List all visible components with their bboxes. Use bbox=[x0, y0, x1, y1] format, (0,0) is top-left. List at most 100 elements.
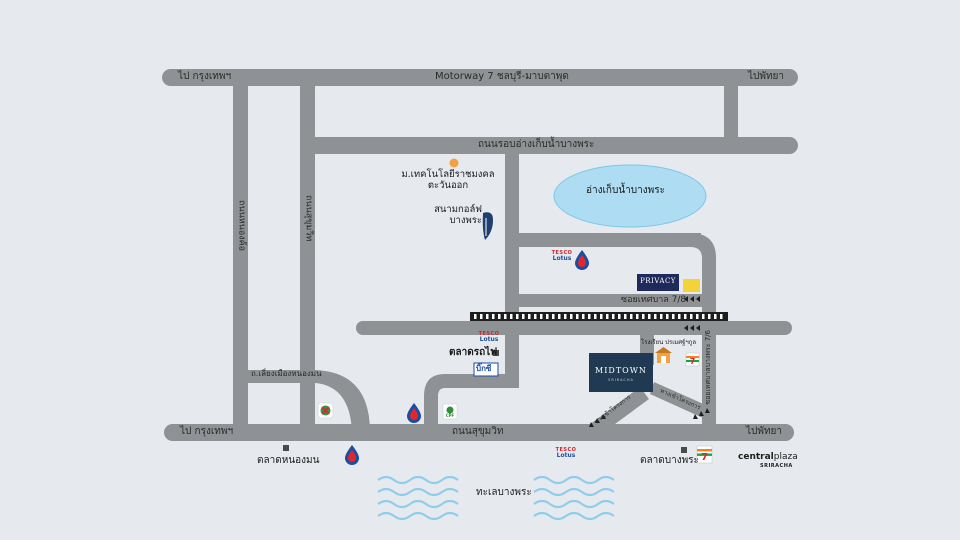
seven-eleven-logo: 7 bbox=[696, 445, 713, 464]
sukhumvit-left-label: ไป กรุงเทพฯ bbox=[180, 426, 234, 437]
railway-tick bbox=[714, 314, 717, 319]
road-inner-vertical bbox=[505, 154, 519, 388]
school-label: โรงเรียน ปรเมศฐ์ฯกูล bbox=[641, 339, 697, 346]
privacy-badge bbox=[683, 279, 700, 292]
market-square-icon bbox=[283, 445, 289, 451]
privacy-logo-text: PRIVACY bbox=[640, 277, 676, 285]
golf-flag-icon bbox=[482, 212, 493, 240]
svg-text:7: 7 bbox=[690, 357, 696, 366]
railway-tick bbox=[558, 314, 561, 319]
railway-tick bbox=[642, 314, 645, 319]
railway-tick bbox=[684, 314, 687, 319]
plaza-text: plaza bbox=[773, 452, 798, 462]
lotus-text: Lotus bbox=[552, 255, 572, 263]
tesco-text: TESCO bbox=[555, 447, 577, 453]
kasikorn-logo bbox=[317, 402, 334, 419]
tesco-lotus-logo: TESCO Lotus bbox=[554, 447, 578, 460]
railway-line bbox=[470, 312, 728, 321]
motorway-name-label: Motorway 7 ชลบุรี-มาบตาพุด bbox=[435, 71, 569, 82]
railway-tick bbox=[528, 314, 531, 319]
left-vertical-road-label: ถนนหนองค้อ bbox=[236, 200, 247, 252]
railway-tick bbox=[474, 314, 477, 319]
road-curve-corner bbox=[315, 370, 370, 432]
midtown-logo-text: MIDTOWN bbox=[595, 366, 647, 375]
midtown-sub-text: SRIRACHA bbox=[608, 378, 634, 382]
central-text: central bbox=[738, 452, 774, 462]
railway-tick bbox=[552, 314, 555, 319]
railway-tick bbox=[480, 314, 483, 319]
railway-tick bbox=[630, 314, 633, 319]
reservoir-label: อ่างเก็บน้ำบางพระ bbox=[586, 185, 665, 196]
railway-tick bbox=[678, 314, 681, 319]
khaokaeo-road-label: ถ.เลี่ยงเมืองหนองมน bbox=[251, 369, 322, 378]
railway-tick bbox=[666, 314, 669, 319]
railway-tick bbox=[498, 314, 501, 319]
railway-tick bbox=[534, 314, 537, 319]
railway-tick bbox=[672, 314, 675, 319]
sea-waves bbox=[377, 475, 615, 521]
central-plaza-logo: centralplaza SRIRACHA bbox=[738, 444, 798, 469]
road-motorway bbox=[162, 69, 798, 86]
railway-tick bbox=[660, 314, 663, 319]
tesco-lotus-logo: TESCO Lotus bbox=[550, 250, 574, 263]
lotus-text: Lotus bbox=[556, 452, 576, 460]
railway-arrows-icon bbox=[589, 296, 710, 427]
road-network bbox=[162, 69, 798, 441]
privacy-project-marker bbox=[637, 274, 679, 291]
railway-tick bbox=[582, 314, 585, 319]
railway-tick bbox=[594, 314, 597, 319]
lotus-text: Lotus bbox=[479, 336, 499, 344]
sukhumvit-right-label: ไปพัทยา bbox=[746, 426, 783, 437]
road-mid-vertical bbox=[300, 86, 315, 432]
railway-tick bbox=[618, 314, 621, 319]
sriracha-text: SRIRACHA bbox=[760, 463, 793, 469]
railway-tick bbox=[636, 314, 639, 319]
railway-tick bbox=[696, 314, 699, 319]
railway-tick bbox=[522, 314, 525, 319]
motorway-right-label: ไปพัทยา bbox=[748, 71, 785, 82]
railway-tick bbox=[612, 314, 615, 319]
railway-tick bbox=[624, 314, 627, 319]
svg-text:7: 7 bbox=[701, 452, 708, 463]
road-sukhumvit bbox=[164, 424, 794, 441]
railway-tick bbox=[504, 314, 507, 319]
sea-label: ทะเลบางพระ bbox=[476, 487, 532, 498]
road-soi-nikhom bbox=[505, 294, 716, 307]
railway-tick bbox=[510, 314, 513, 319]
railway-tick bbox=[570, 314, 573, 319]
railway-tick bbox=[540, 314, 543, 319]
soi-nikhom-label: ซอยเทศบาล 7/8 bbox=[621, 295, 687, 305]
road-upper-loop-top bbox=[505, 233, 701, 247]
railway-tick bbox=[648, 314, 651, 319]
railway-tick bbox=[516, 314, 519, 319]
railway-tick bbox=[546, 314, 549, 319]
cpf-logo bbox=[442, 403, 458, 420]
road-railway-parallel bbox=[356, 321, 792, 335]
railway-tick bbox=[600, 314, 603, 319]
road-curve-bigc bbox=[424, 374, 519, 432]
railway-tick bbox=[564, 314, 567, 319]
tesco-lotus-logo: TESCO Lotus bbox=[477, 331, 501, 344]
railway-tick bbox=[492, 314, 495, 319]
market-square-icon bbox=[681, 447, 687, 453]
location-dot-icon bbox=[449, 158, 459, 168]
railway-tick bbox=[576, 314, 579, 319]
railway-tick bbox=[708, 314, 711, 319]
sukhumvit-name-label: ถนนสุขุมวิท bbox=[452, 426, 504, 437]
midtown-project-marker bbox=[589, 353, 653, 392]
road-khaokaeo bbox=[248, 370, 300, 383]
seven-eleven-logo: 7 bbox=[685, 352, 700, 367]
railway-tick bbox=[690, 314, 693, 319]
market-square-icon bbox=[493, 350, 499, 356]
market-bangphra-label: ตลาดบางพระ bbox=[640, 455, 699, 466]
reservoir-lake bbox=[553, 164, 707, 228]
railway-tick bbox=[720, 314, 723, 319]
railway-tick bbox=[486, 314, 489, 319]
railway-tick bbox=[606, 314, 609, 319]
market-rotfai-label: ตลาดรถไฟ bbox=[449, 347, 498, 358]
school-icon bbox=[655, 347, 672, 363]
cpf-text: CPF bbox=[445, 413, 455, 418]
road-left-vertical bbox=[233, 86, 248, 432]
